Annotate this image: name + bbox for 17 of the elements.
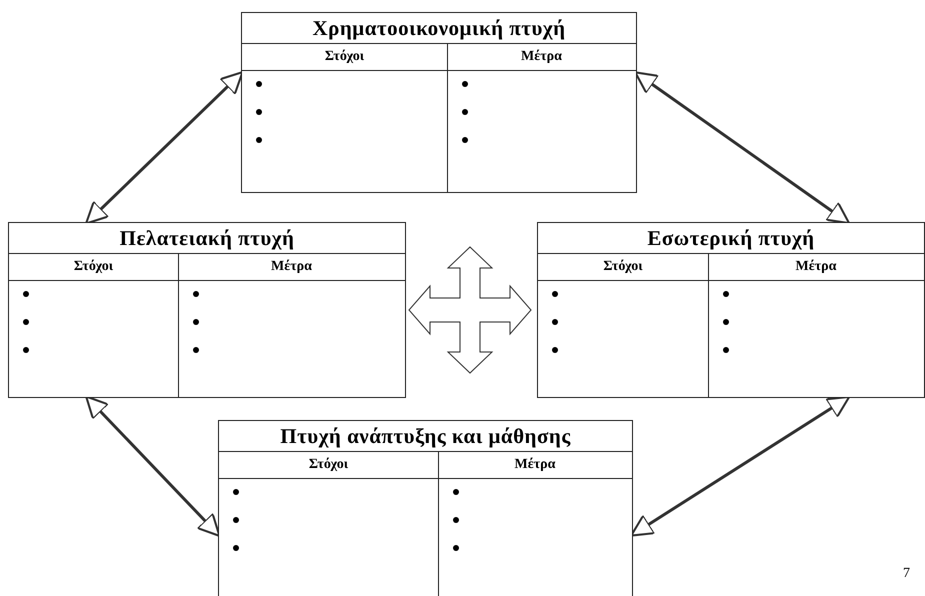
- table-title: Εσωτερική πτυχή: [647, 226, 815, 250]
- table-title: Πελατειακή πτυχή: [120, 226, 294, 250]
- scorecard-table: [218, 420, 633, 596]
- scorecard-table: [241, 12, 637, 193]
- column-header: Μέτρα: [796, 259, 836, 275]
- column-header: Στόχοι: [603, 259, 643, 275]
- scorecard-table: [537, 222, 925, 398]
- table-title: Πτυχή ανάπτυξης και μάθησης: [280, 424, 571, 448]
- table-title: Χρηματοοικονομική πτυχή: [312, 16, 566, 40]
- column-header: Στόχοι: [74, 259, 114, 275]
- column-header: Στόχοι: [324, 49, 364, 65]
- column-header: Στόχοι: [308, 457, 348, 473]
- column-header: Μέτρα: [521, 49, 562, 65]
- column-header: Μέτρα: [271, 259, 312, 275]
- column-header: Μέτρα: [514, 457, 556, 473]
- page-number: 7: [903, 566, 910, 582]
- scorecard-table: [8, 222, 406, 398]
